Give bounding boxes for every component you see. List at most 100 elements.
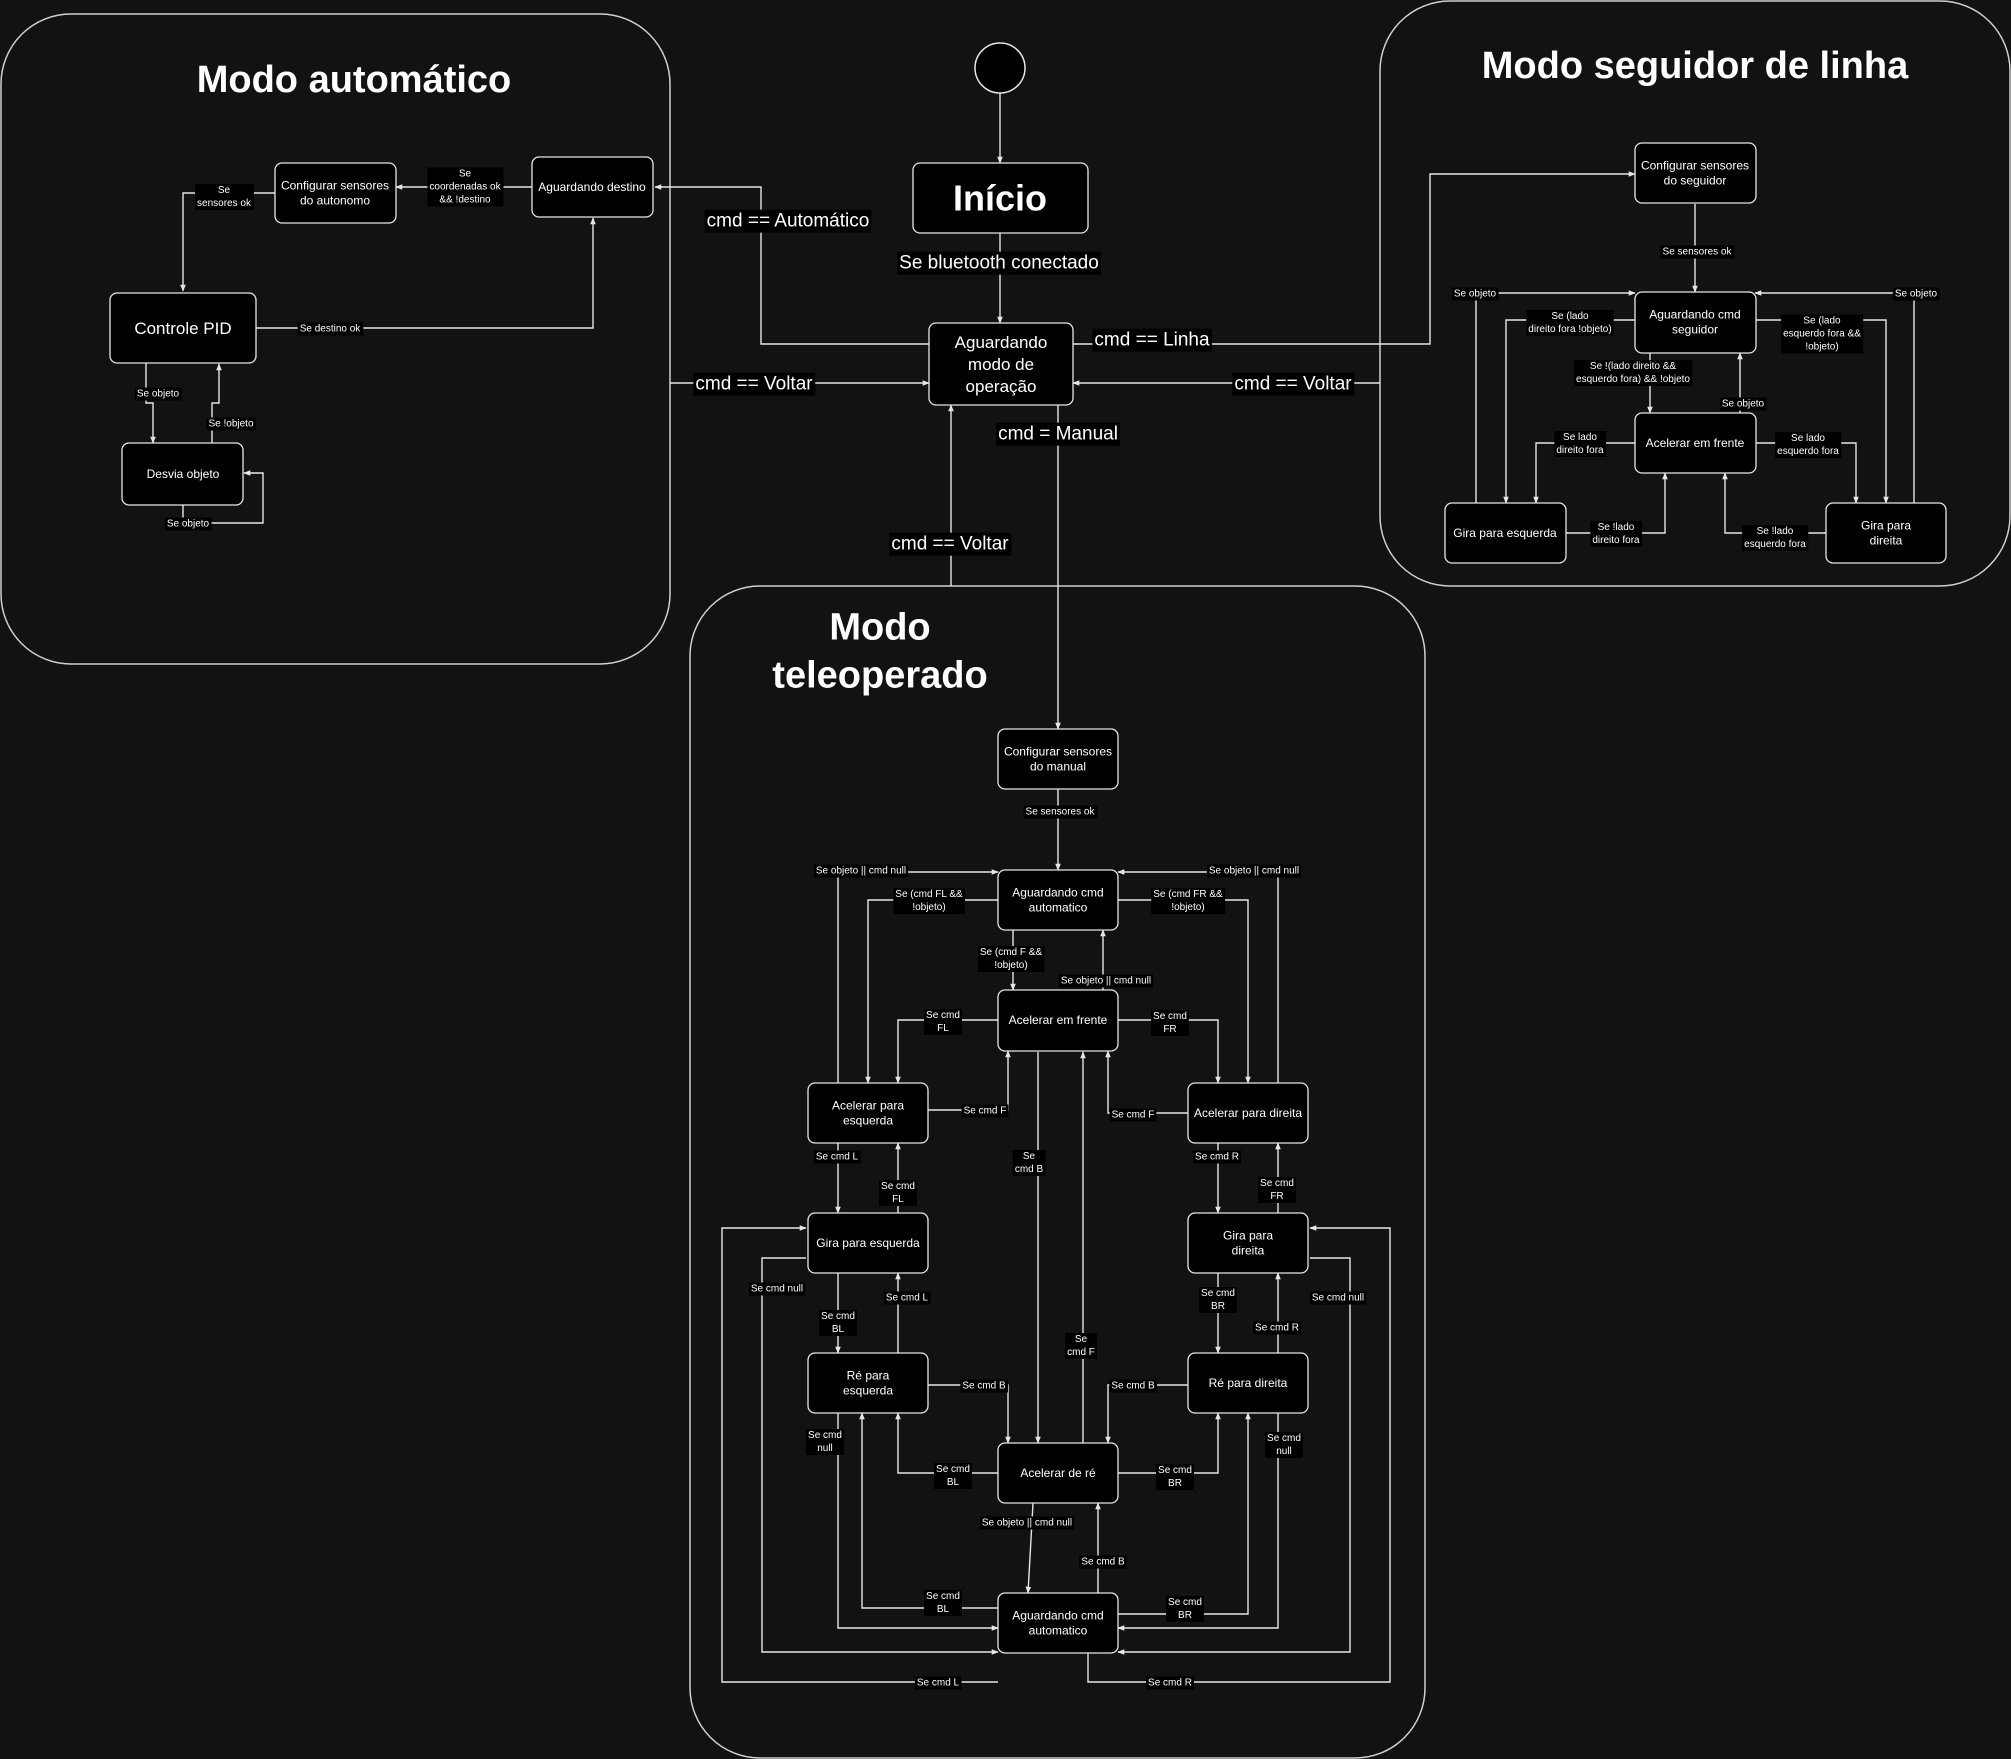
label-background bbox=[924, 1009, 962, 1035]
label-cmd-manual: cmd = Manual bbox=[998, 424, 1118, 445]
node-auto-aguardando-destino: Aguardando destino bbox=[531, 156, 654, 218]
label-seg-se-objeto-left: Se objeto bbox=[1454, 289, 1497, 300]
label-background bbox=[1058, 974, 1154, 988]
label-background bbox=[693, 372, 816, 396]
label-background bbox=[1590, 521, 1643, 547]
label-cmd-voltar-right: cmd == Voltar bbox=[1234, 374, 1352, 395]
label-tel-cmd-f-obj: Se (cmd F &&!objeto) bbox=[980, 947, 1043, 971]
label-tel-objeto-null-mid: Se objeto || cmd null bbox=[1061, 976, 1151, 987]
svg-text:Desvia objeto: Desvia objeto bbox=[147, 467, 220, 481]
label-tel-cmd-null-right: Se cmd null bbox=[1312, 1293, 1364, 1304]
label-background bbox=[427, 167, 504, 207]
svg-text:Gira para esquerda: Gira para esquerda bbox=[1453, 526, 1557, 540]
label-tel-cmd-r-up: Se cmd R bbox=[1255, 1323, 1299, 1334]
label-background bbox=[1109, 1108, 1157, 1122]
node-inicio: Início bbox=[912, 162, 1089, 234]
label-bluetooth: Se bluetooth conectado bbox=[899, 253, 1099, 274]
label-tel-cmd-r-down: Se cmd R bbox=[1195, 1152, 1239, 1163]
label-background bbox=[164, 517, 212, 531]
label-seg-sensores-ok: Se sensores ok bbox=[1663, 247, 1733, 258]
label-background bbox=[1012, 1150, 1046, 1176]
svg-text:Início: Início bbox=[953, 178, 1047, 219]
label-background bbox=[297, 322, 364, 336]
label-tel-cmd-fl-obj: Se (cmd FL &&!objeto) bbox=[895, 889, 963, 913]
label-background bbox=[195, 184, 254, 210]
label-background bbox=[1719, 397, 1767, 411]
label-background bbox=[996, 422, 1120, 446]
svg-text:Gira para esquerda: Gira para esquerda bbox=[816, 1236, 920, 1250]
label-background bbox=[1781, 314, 1864, 354]
svg-text:Acelerar em frente: Acelerar em frente bbox=[1009, 1013, 1108, 1027]
label-background bbox=[1526, 310, 1614, 336]
label-tel-objeto-null-bottom: Se objeto || cmd null bbox=[982, 1518, 1072, 1529]
label-tel-cmd-l-loop: Se cmd L bbox=[917, 1678, 960, 1689]
label-auto-se-nao-objeto: Se !objeto bbox=[208, 419, 253, 430]
label-background bbox=[748, 1282, 806, 1296]
label-background bbox=[1023, 805, 1098, 819]
label-background bbox=[879, 1180, 917, 1206]
label-background bbox=[1146, 1676, 1194, 1690]
label-background bbox=[883, 1291, 931, 1305]
initial-state bbox=[974, 42, 1026, 94]
label-background bbox=[206, 417, 256, 431]
svg-text:Ré para direita: Ré para direita bbox=[1209, 1376, 1288, 1390]
label-background bbox=[1092, 328, 1212, 352]
label-tel-cmd-b-bottom: Se cmd B bbox=[1081, 1557, 1125, 1568]
label-background bbox=[897, 251, 1101, 275]
label-seg-se-objeto-mid: Se objeto bbox=[1722, 399, 1765, 410]
svg-text:Acelerar em frente: Acelerar em frente bbox=[1646, 436, 1745, 450]
label-seg-nao-fora: Se !(lado direito &&esquerdo fora) && !o… bbox=[1576, 361, 1690, 385]
svg-text:Aguardando destino: Aguardando destino bbox=[538, 180, 646, 194]
label-background bbox=[893, 888, 966, 914]
label-background bbox=[1079, 1555, 1127, 1569]
node-seg-gira-esquerda: Gira para esquerda bbox=[1444, 502, 1567, 564]
title-modo-automatico: Modo automático bbox=[197, 59, 512, 101]
label-tel-cmd-b-left: Se cmd B bbox=[962, 1381, 1006, 1392]
label-tel-cmd-f-right: Se cmd F bbox=[1112, 1110, 1155, 1121]
label-cmd-voltar-bottom: cmd == Voltar bbox=[891, 534, 1009, 555]
label-background bbox=[961, 1104, 1009, 1118]
label-tel-objeto-null-left: Se objeto || cmd null bbox=[816, 866, 906, 877]
node-tel-acelerar-frente: Acelerar em frente bbox=[997, 989, 1119, 1052]
label-background bbox=[889, 532, 1012, 556]
svg-text:Controle PID: Controle PID bbox=[134, 319, 231, 338]
label-background bbox=[1574, 360, 1693, 386]
title-modo-seguidor: Modo seguidor de linha bbox=[1482, 45, 1909, 87]
node-tel-acelerar-direita: Acelerar para direita bbox=[1187, 1082, 1309, 1144]
label-tel-sensores-ok: Se sensores ok bbox=[1026, 807, 1096, 818]
region-modo-seguidor bbox=[1379, 0, 2011, 587]
node-tel-re-direita: Ré para direita bbox=[1187, 1352, 1309, 1414]
label-background bbox=[1206, 864, 1302, 878]
